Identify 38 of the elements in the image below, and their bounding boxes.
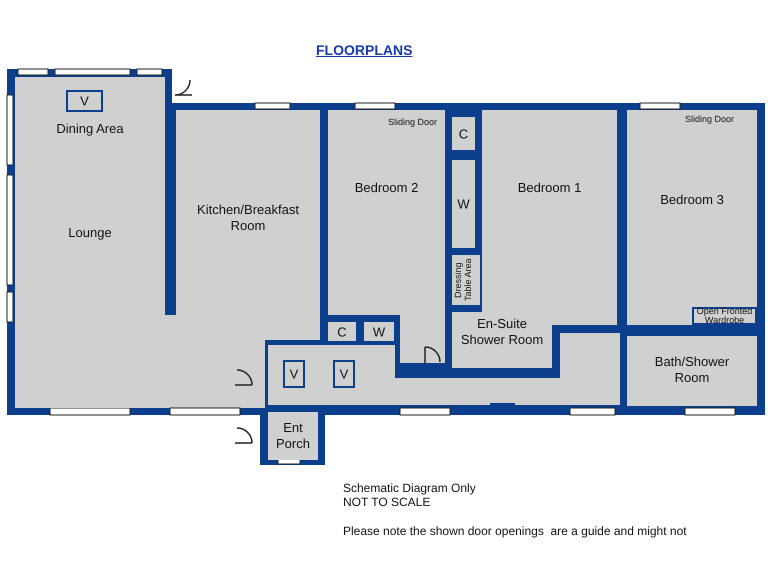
- room-label: V: [338, 368, 350, 380]
- vent-box: [333, 360, 355, 388]
- room-label: C: [336, 325, 348, 338]
- note-text: Schematic Diagram Only: [343, 481, 476, 495]
- room-label: Dressing Table Area: [454, 258, 474, 304]
- area-label: Dining Area: [55, 121, 125, 138]
- wardrobe: [452, 160, 475, 248]
- cupboard: [452, 117, 475, 150]
- room-label: Bedroom 3: [659, 192, 725, 208]
- room: [176, 110, 320, 340]
- room: [627, 336, 757, 406]
- note-text: NOT TO SCALE: [343, 495, 430, 509]
- vent-box: [283, 360, 305, 388]
- room: [328, 110, 445, 315]
- room-label: W: [456, 198, 471, 210]
- room-label: Bedroom 1: [516, 180, 582, 196]
- room-label: Kitchen/Breakfast Room: [196, 202, 300, 234]
- alcove: [452, 255, 480, 305]
- room-label: V: [79, 94, 90, 108]
- door-note: Sliding Door: [685, 114, 734, 124]
- room-label: Bedroom 2: [354, 180, 420, 196]
- room-label: Ent Porch: [275, 420, 311, 452]
- page-title: FLOORPLANS: [316, 42, 412, 58]
- room-label: Lounge: [67, 225, 113, 242]
- room-label: En-Suite Shower Room: [460, 316, 544, 348]
- cupboard: [328, 322, 356, 341]
- room-label: W: [372, 325, 386, 338]
- room: [627, 110, 757, 325]
- room-label: Open Fronted Wardrobe: [696, 307, 754, 325]
- vent-box: [66, 90, 103, 112]
- room: [452, 312, 552, 368]
- wardrobe: [364, 322, 394, 341]
- door-note: Sliding Door: [388, 117, 438, 127]
- room-label: V: [288, 368, 300, 380]
- room: [15, 77, 165, 408]
- room-label: C: [458, 127, 470, 140]
- note-text: Please note the shown door openings are a guide and might not: [343, 524, 687, 538]
- room-label: Bath/Shower Room: [654, 354, 730, 386]
